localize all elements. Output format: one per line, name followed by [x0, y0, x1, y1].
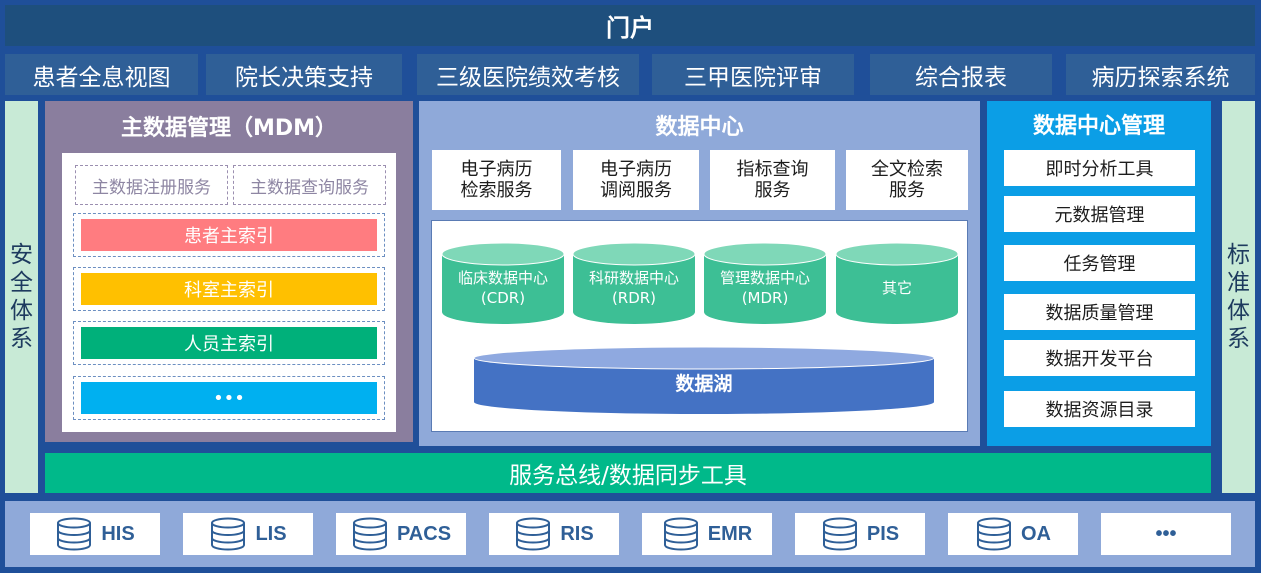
more-index-frame: ••• [73, 376, 385, 420]
data-quality-management: 数据质量管理 [1004, 294, 1195, 330]
system-pacs: PACS [336, 513, 466, 555]
portal-bar: 门户 [5, 5, 1255, 46]
database-icon [516, 517, 551, 551]
system-name: EMR [707, 522, 753, 545]
patient-master-index: 患者主索引 [81, 219, 377, 251]
service-line: 电子病历 [600, 159, 672, 180]
security-system-column: 安 全 体 系 [5, 101, 38, 493]
app-comprehensive-reports: 综合报表 [870, 54, 1052, 95]
other-cylinder: 其它 [835, 242, 959, 326]
database-icon [977, 517, 1011, 551]
security-char: 全 [10, 270, 33, 296]
department-master-index: 科室主索引 [81, 273, 377, 305]
system-name: PIS [866, 522, 900, 545]
mdm-register-service: 主数据注册服务 [75, 165, 228, 205]
app-tertiary-a-hospital-review: 三甲医院评审 [652, 54, 854, 95]
realtime-analysis-tool: 即时分析工具 [1004, 150, 1195, 186]
rdr-label-line1: 科研数据中心 [588, 269, 679, 287]
system-name: HIS [101, 522, 135, 545]
security-char: 体 [10, 298, 33, 324]
service-bus-bar: 服务总线/数据同步工具 [45, 453, 1211, 493]
staff-master-index: 人员主索引 [81, 327, 377, 359]
mdm-panel: 主数据管理（MDM） 主数据注册服务 主数据查询服务 患者主索引 科室主索引 人… [45, 101, 413, 442]
data-lake-label: 数据湖 [675, 373, 733, 395]
data-development-platform: 数据开发平台 [1004, 340, 1195, 376]
standards-char: 体 [1227, 298, 1250, 324]
security-char: 系 [10, 326, 33, 352]
mdm-query-service: 主数据查询服务 [233, 165, 386, 205]
fulltext-search-service: 全文检索 服务 [846, 150, 968, 210]
rdr-label-line2: (RDR) [611, 289, 657, 307]
service-line: 检索服务 [460, 180, 533, 201]
database-icon [211, 517, 246, 551]
mdm-title: 主数据管理（MDM） [120, 116, 338, 141]
standards-char: 系 [1227, 326, 1250, 352]
rdr-cylinder: 科研数据中心 (RDR) [572, 242, 696, 326]
system-lis: LIS [183, 513, 313, 555]
data-center-management-panel: 数据中心管理 即时分析工具 元数据管理 任务管理 数据质量管理 数据开发平台 数… [987, 101, 1211, 446]
cdr-label-line2: (CDR) [480, 289, 526, 307]
cdr-cylinder: 临床数据中心 (CDR) [441, 242, 565, 326]
database-icon [57, 517, 92, 551]
standards-system-column: 标 准 体 系 [1222, 101, 1255, 493]
data-resource-catalog: 数据资源目录 [1004, 391, 1195, 427]
emr-search-service: 电子病历 检索服务 [432, 150, 561, 210]
system-ris: RIS [489, 513, 619, 555]
system-emr: EMR [642, 513, 772, 555]
task-management: 任务管理 [1004, 245, 1195, 281]
indicator-query-service: 指标查询 服务 [710, 150, 835, 210]
app-patient-holographic-view: 患者全息视图 [5, 54, 198, 95]
service-line: 服务 [889, 180, 925, 201]
app-president-decision-support: 院长决策支持 [206, 54, 402, 95]
data-center-title: 数据中心 [655, 115, 744, 140]
app-tertiary-hospital-performance: 三级医院绩效考核 [417, 54, 639, 95]
database-icon [822, 517, 857, 551]
standards-char: 准 [1227, 270, 1250, 296]
system-name: ••• [1155, 522, 1177, 545]
security-char: 安 [10, 242, 33, 268]
data-storage-area: 临床数据中心 (CDR) 科研数据中心 (RDR) 管理数据中心 (MDR) [431, 220, 968, 432]
service-line: 调阅服务 [600, 180, 672, 201]
system-more: ••• [1101, 513, 1231, 555]
department-index-frame: 科室主索引 [73, 267, 385, 311]
cylinder-icon [441, 242, 565, 324]
service-line: 电子病历 [460, 159, 533, 180]
system-oa: OA [948, 513, 1078, 555]
data-lake-cylinder: 数据湖 [473, 346, 935, 416]
app-medical-record-exploration: 病历探索系统 [1066, 54, 1255, 95]
system-his: HIS [30, 513, 160, 555]
service-line: 服务 [754, 180, 791, 201]
data-center-panel: 数据中心 电子病历 检索服务 电子病历 调阅服务 指标查询 服务 全文检索 服务… [419, 101, 980, 446]
cylinder-icon [473, 346, 935, 414]
cylinder-icon [703, 242, 827, 324]
system-name: PACS [396, 522, 452, 545]
service-line: 指标查询 [736, 159, 809, 180]
other-label: 其它 [881, 279, 912, 297]
mdr-label-line2: (MDR) [741, 289, 789, 307]
patient-index-frame: 患者主索引 [73, 213, 385, 257]
more-master-index: ••• [81, 382, 377, 414]
database-icon [663, 517, 698, 551]
system-pis: PIS [795, 513, 925, 555]
database-icon [352, 517, 387, 551]
standards-char: 标 [1227, 242, 1250, 268]
system-name: LIS [255, 522, 287, 545]
metadata-management: 元数据管理 [1004, 196, 1195, 232]
mdm-content: 主数据注册服务 主数据查询服务 患者主索引 科室主索引 人员主索引 ••• [62, 153, 396, 432]
staff-index-frame: 人员主索引 [73, 321, 385, 365]
mdr-cylinder: 管理数据中心 (MDR) [703, 242, 827, 326]
system-name: RIS [560, 522, 594, 545]
cdr-label-line1: 临床数据中心 [457, 269, 548, 287]
data-center-management-title: 数据中心管理 [1032, 114, 1165, 139]
cylinder-icon [835, 242, 959, 324]
cylinder-icon [572, 242, 696, 324]
emr-view-service: 电子病历 调阅服务 [573, 150, 699, 210]
system-name: OA [1021, 522, 1051, 545]
mdr-label-line1: 管理数据中心 [719, 269, 810, 287]
service-line: 全文检索 [871, 159, 943, 180]
